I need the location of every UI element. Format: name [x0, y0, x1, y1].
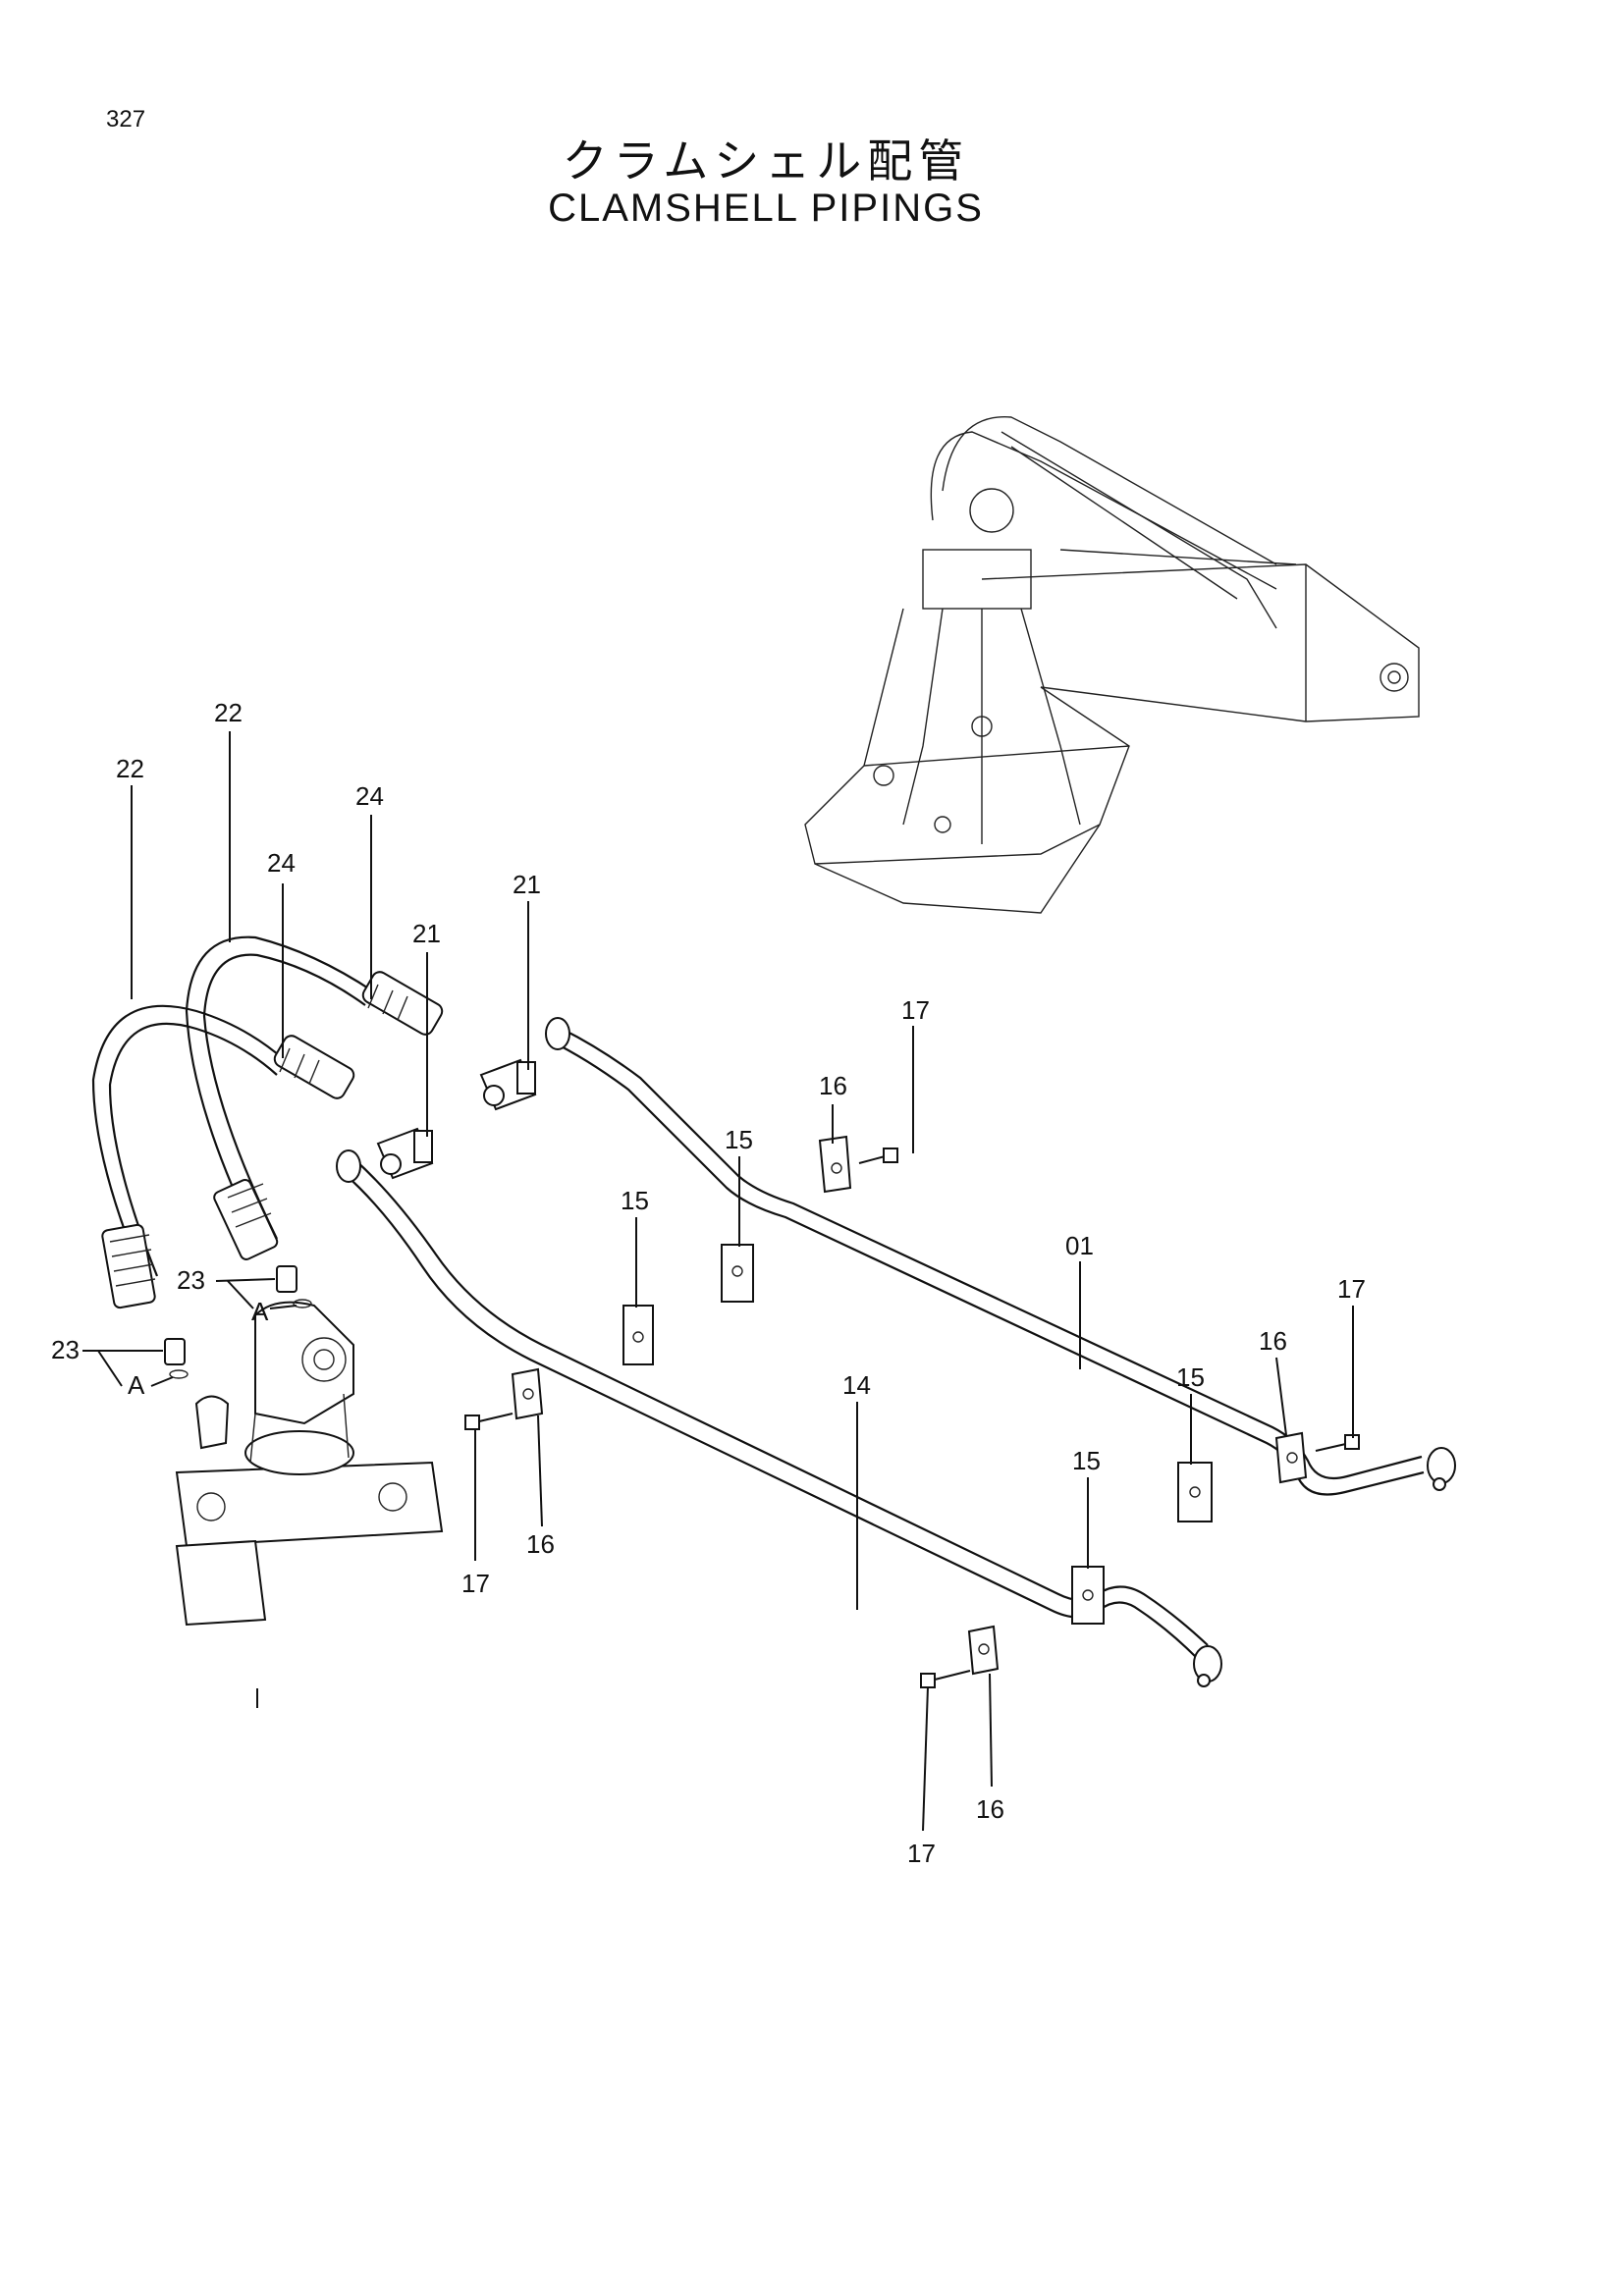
- pipe-14: [336, 1149, 1222, 1687]
- callout-21-right: 21: [513, 870, 541, 899]
- leader-lines: [82, 731, 1354, 1832]
- bolt-17-lower-right: [920, 1670, 971, 1688]
- hose-22-left: [91, 1004, 286, 1277]
- clamp-16-upper-left: [818, 1135, 852, 1194]
- swivel-joint-assembly: [175, 1301, 444, 1708]
- callout-17-lower-right: 17: [907, 1839, 936, 1868]
- clamp-15-upper-right: [1177, 1462, 1213, 1522]
- hose-22-right: [185, 935, 374, 1248]
- pipe-01: [545, 1017, 1456, 1496]
- callout-labels: 22 22 24 24 21 21 17 16 15 15 01 17 16 1…: [51, 698, 1366, 1868]
- callout-a-upper: A: [251, 1297, 269, 1326]
- callout-16-mid-left: 16: [526, 1529, 555, 1559]
- callout-a-lower: A: [128, 1370, 145, 1400]
- callout-22-left: 22: [116, 754, 144, 783]
- page-number: 327: [106, 106, 146, 133]
- coupler-24-right: [361, 971, 444, 1036]
- fitting-23-lower: [164, 1338, 189, 1379]
- callout-16-upper-right: 16: [1259, 1326, 1287, 1356]
- callout-17-mid-left: 17: [461, 1569, 490, 1598]
- callout-pipe-14: 14: [842, 1370, 871, 1400]
- callout-23-upper: 23: [177, 1265, 205, 1295]
- callout-24-left: 24: [267, 848, 296, 878]
- bolt-17-upper-left: [858, 1148, 898, 1164]
- callout-17-upper-left: 17: [901, 995, 930, 1025]
- bolt-17-mid-left: [464, 1413, 514, 1430]
- callout-15-mid-left: 15: [621, 1186, 649, 1215]
- clamp-16-upper-right: [1274, 1431, 1308, 1484]
- title-english: CLAMSHELL PIPINGS: [548, 187, 984, 230]
- clamp-15-upper-left: [721, 1244, 754, 1303]
- clamp-16-mid-left: [511, 1367, 544, 1420]
- overview-inset-illustration: [804, 416, 1420, 914]
- callout-15-upper-right: 15: [1176, 1362, 1205, 1392]
- callout-pipe-01: 01: [1065, 1231, 1094, 1260]
- elbow-21-right: [479, 1058, 537, 1111]
- fitting-23-upper: [276, 1265, 312, 1308]
- callout-24-right: 24: [355, 781, 384, 811]
- callout-21-left: 21: [412, 919, 441, 948]
- clamp-15-mid-left: [622, 1305, 654, 1365]
- callout-16-lower-right: 16: [976, 1794, 1004, 1824]
- hose-end-sleeve-right: [213, 1178, 279, 1260]
- title-japanese: クラムシェル配管: [562, 134, 970, 187]
- clamp-15-lower-right: [1071, 1566, 1105, 1625]
- callout-23-lower: 23: [51, 1335, 80, 1364]
- clamp-16-lower-right: [967, 1625, 1000, 1676]
- elbow-21-left: [376, 1127, 434, 1180]
- callout-15-lower-right: 15: [1072, 1446, 1101, 1475]
- callout-16-upper-left: 16: [819, 1071, 847, 1100]
- callout-15-upper-left: 15: [725, 1125, 753, 1154]
- coupler-24-left: [273, 1035, 355, 1099]
- callout-22-right: 22: [214, 698, 243, 727]
- callout-17-upper-right: 17: [1337, 1274, 1366, 1304]
- hose-end-sleeve-left: [101, 1223, 156, 1309]
